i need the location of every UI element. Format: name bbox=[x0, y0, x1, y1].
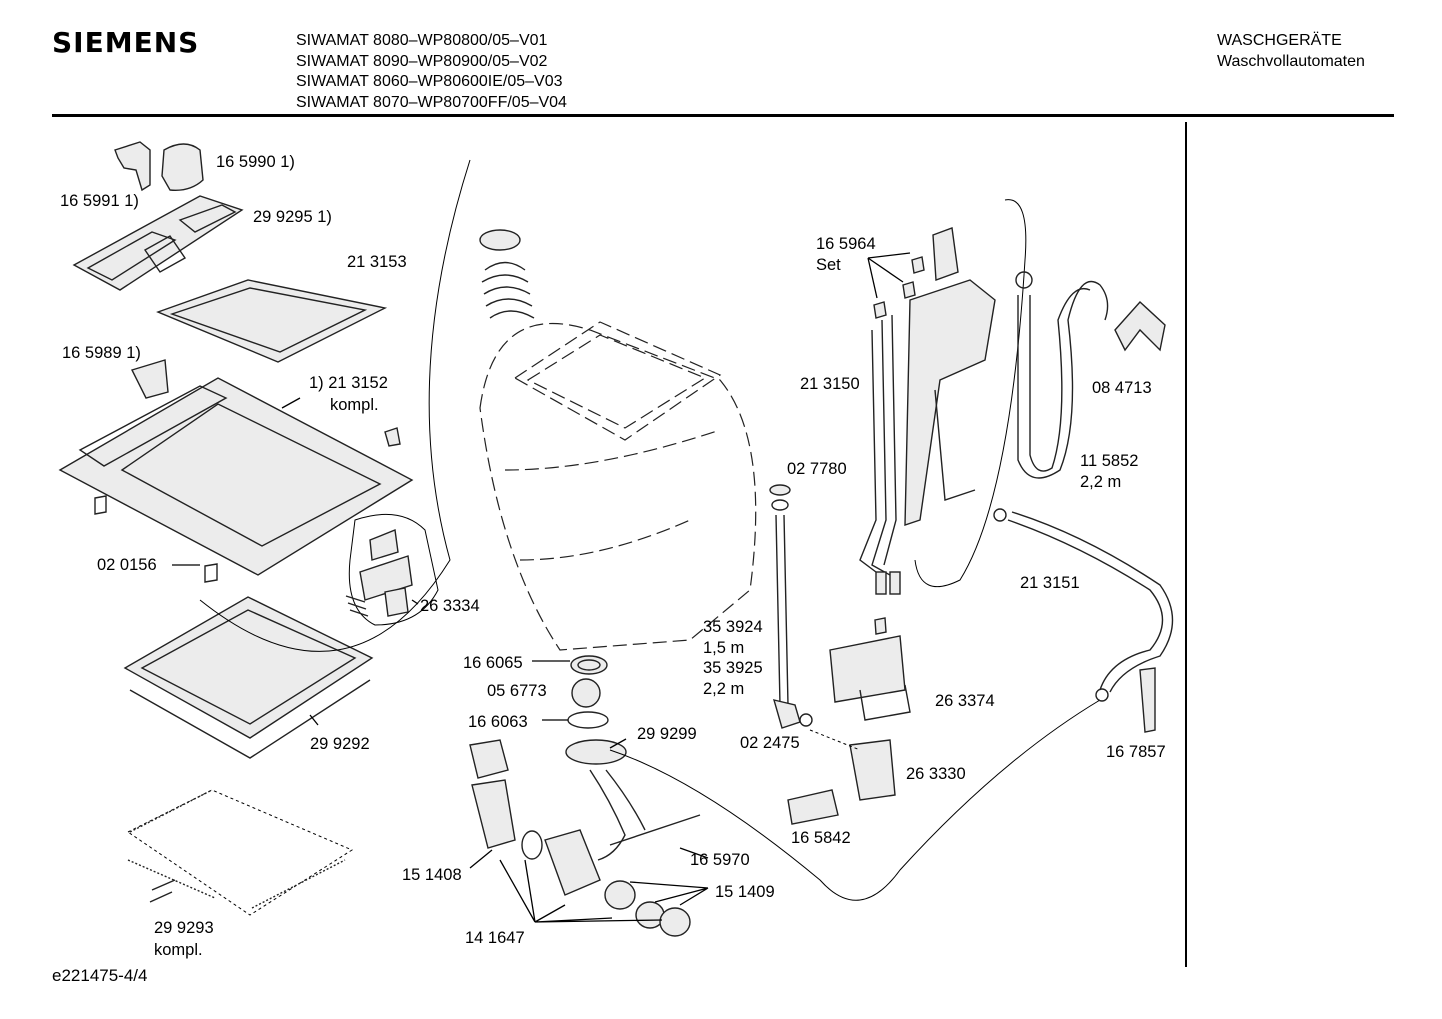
label-part-141647: 14 1647 bbox=[465, 929, 525, 947]
label-part-263330: 26 3330 bbox=[906, 765, 966, 783]
label-part-022475: 02 2475 bbox=[740, 734, 800, 752]
label-part-166063: 16 6063 bbox=[468, 713, 528, 731]
label-part-299293: 29 9293 bbox=[154, 919, 214, 937]
label-part-166065: 16 6065 bbox=[463, 654, 523, 672]
label-part-020156: 02 0156 bbox=[97, 556, 157, 574]
label-part-165990: 16 5990 1) bbox=[216, 153, 295, 171]
side-divider bbox=[1185, 122, 1187, 967]
label-part-165964-set: Set bbox=[816, 256, 841, 274]
label-part-056773: 05 6773 bbox=[487, 682, 547, 700]
category-subtitle: Waschvollautomaten bbox=[1217, 52, 1365, 70]
harness-curve bbox=[914, 199, 1027, 588]
model-list: SIWAMAT 8080–WP80800/05–V01 SIWAMAT 8090… bbox=[296, 31, 567, 113]
label-part-165970: 16 5970 bbox=[690, 851, 750, 869]
label-part-165964: 16 5964 bbox=[816, 235, 876, 253]
model-line: SIWAMAT 8090–WP80900/05–V02 bbox=[296, 52, 548, 70]
label-part-263374: 26 3374 bbox=[935, 692, 995, 710]
label-part-213152-note: kompl. bbox=[330, 396, 379, 414]
label-part-299292: 29 9292 bbox=[310, 735, 370, 753]
valve-and-solenoid bbox=[787, 729, 896, 825]
drawer-clips bbox=[114, 141, 204, 192]
label-part-115852: 11 5852 bbox=[1080, 452, 1138, 470]
label-part-165842: 16 5842 bbox=[791, 829, 851, 847]
tub-outline-curve bbox=[199, 159, 471, 652]
switch-module-group bbox=[345, 513, 439, 626]
drain-hose-curve bbox=[609, 699, 1101, 901]
label-part-213152: 1) 21 3152 bbox=[309, 374, 388, 392]
outer-tub bbox=[479, 321, 757, 651]
label-part-151409: 15 1409 bbox=[715, 883, 775, 901]
label-part-027780: 02 7780 bbox=[787, 460, 847, 478]
label-part-299293-note: kompl. bbox=[154, 941, 203, 959]
category-block: WASCHGERÄTE Waschvollautomaten bbox=[1217, 31, 1365, 72]
leader-lines bbox=[172, 252, 911, 923]
drawer-tray bbox=[156, 279, 388, 363]
label-part-299299: 29 9299 bbox=[637, 725, 697, 743]
door-seal-frame bbox=[123, 596, 374, 759]
drain-seals bbox=[567, 655, 609, 729]
hose-harness bbox=[859, 227, 996, 595]
label-part-299295: 29 9295 1) bbox=[253, 208, 332, 226]
lid-with-springs bbox=[127, 789, 354, 916]
label-part-084713: 08 4713 bbox=[1092, 379, 1152, 397]
control-board bbox=[829, 617, 911, 721]
model-line: SIWAMAT 8070–WP80700FF/05–V04 bbox=[296, 93, 567, 111]
overflow-hose bbox=[993, 508, 1174, 733]
inlet-hose bbox=[769, 484, 813, 729]
tub-bellows bbox=[479, 229, 535, 319]
category-title: WASCHGERÄTE bbox=[1217, 32, 1342, 49]
label-part-165989: 16 5989 1) bbox=[62, 344, 141, 362]
label-part-353924: 35 3924 bbox=[703, 618, 763, 636]
label-part-353924-length: 1,5 m bbox=[703, 639, 744, 657]
drain-hose-right bbox=[1015, 271, 1166, 479]
label-part-213151: 21 3151 bbox=[1020, 574, 1080, 592]
label-part-213153: 21 3153 bbox=[347, 253, 407, 271]
top-frame-assembly bbox=[58, 359, 414, 583]
label-part-165991: 16 5991 1) bbox=[60, 192, 139, 210]
label-part-263334: 26 3334 bbox=[420, 597, 480, 615]
drain-pump-assembly bbox=[469, 739, 701, 937]
model-line: SIWAMAT 8060–WP80600IE/05–V03 bbox=[296, 73, 563, 90]
label-part-167857: 16 7857 bbox=[1106, 743, 1166, 761]
label-part-353925: 35 3925 bbox=[703, 659, 763, 677]
brand-logo: SIEMENS bbox=[52, 26, 200, 59]
label-part-115852-length: 2,2 m bbox=[1080, 473, 1121, 491]
detergent-drawer bbox=[72, 195, 244, 291]
model-line: SIWAMAT 8080–WP80800/05–V01 bbox=[296, 32, 548, 49]
label-part-151408: 15 1408 bbox=[402, 866, 462, 884]
drawing-id: e221475-4/4 bbox=[52, 966, 148, 985]
label-part-213150: 21 3150 bbox=[800, 375, 860, 393]
header-divider bbox=[52, 114, 1394, 117]
label-part-353925-length: 2,2 m bbox=[703, 680, 744, 698]
